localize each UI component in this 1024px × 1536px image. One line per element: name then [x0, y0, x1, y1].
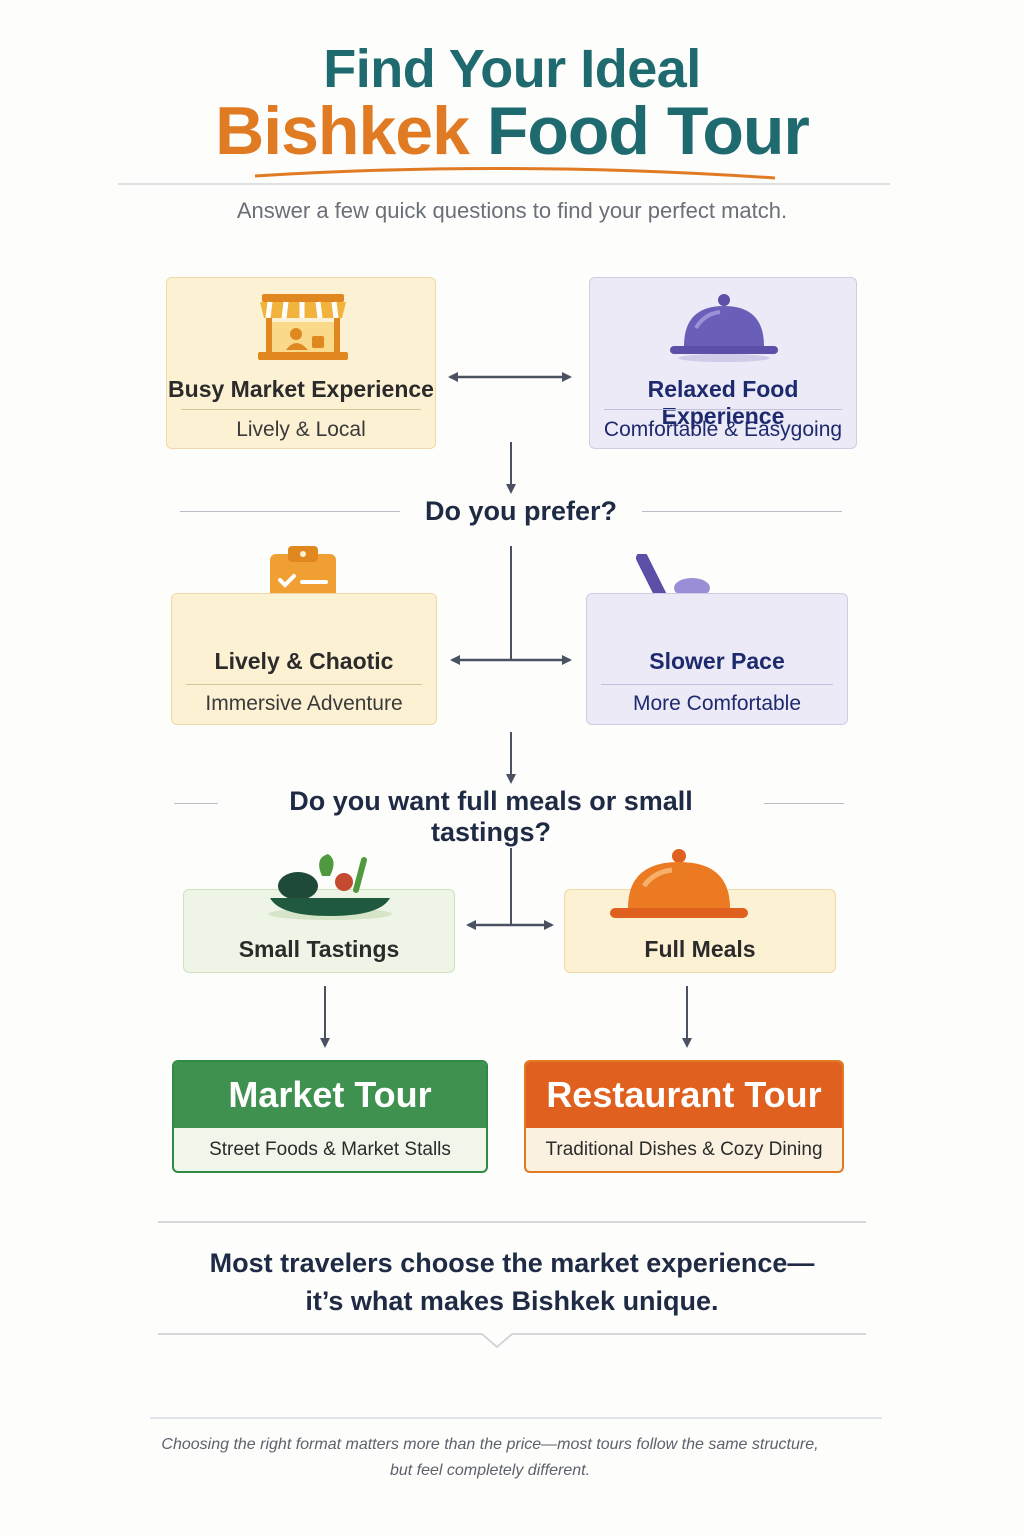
market-tour-desc: Street Foods & Market Stalls [209, 1139, 451, 1160]
card-divider [181, 409, 421, 410]
verdict-line2: it’s what makes Bishkek unique. [305, 1286, 719, 1316]
title-main-words: Food Tour [486, 93, 810, 169]
page-title-line2: Bishkek Food Tour [0, 92, 1024, 170]
card-divider [186, 684, 422, 685]
lively-chaotic-desc: Immersive Adventure [205, 692, 403, 715]
question2-right-rule [744, 803, 844, 804]
busy-market-title: Busy Market Experience [168, 376, 434, 402]
verdict-line1: Most travelers choose the market experie… [209, 1248, 815, 1278]
question2-left-rule [174, 803, 224, 804]
busy-market-card[interactable]: Busy Market Experience Lively & Local [166, 277, 436, 449]
page-title-line1: Find Your Ideal [323, 39, 701, 99]
verdict-text: Most travelers choose the market experie… [0, 1244, 1024, 1320]
card-divider [601, 684, 833, 685]
relaxed-food-desc: Comfortable & Easygoing [603, 418, 843, 441]
page-subtitle: Answer a few quick questions to find you… [236, 198, 788, 223]
market-stall-icon [258, 294, 348, 360]
footer-note: Choosing the right format matters more t… [0, 1432, 980, 1484]
restaurant-tour-desc: Traditional Dishes & Cozy Dining [545, 1139, 823, 1160]
footer-line1: Choosing the right format matters more t… [161, 1436, 819, 1453]
card-divider [604, 409, 842, 410]
title-swoosh [254, 166, 776, 180]
question2-label: Do you want full meals or small tastings… [218, 786, 764, 848]
question1-right-rule [622, 511, 842, 512]
footer-line2: but feel completely different. [389, 1462, 591, 1479]
restaurant-tour-title: Restaurant Tour [526, 1062, 842, 1128]
market-tour-result[interactable]: Market Tour Street Foods & Market Stalls [172, 1060, 488, 1173]
market-tour-title: Market Tour [174, 1062, 486, 1128]
title-accent-word: Bishkek [215, 93, 470, 169]
full-meals-title: Full Meals [644, 936, 756, 962]
verdict-bottom-rule [158, 1333, 866, 1348]
lively-chaotic-card[interactable]: Lively & Chaotic Immersive Adventure [171, 593, 437, 725]
question1-left-rule [180, 511, 400, 512]
small-tastings-title: Small Tastings [238, 936, 400, 962]
slower-pace-title: Slower Pace [649, 648, 785, 674]
relaxed-food-title: Relaxed Food Experience [647, 376, 799, 429]
slower-pace-card[interactable]: Slower Pace More Comfortable [586, 593, 848, 725]
restaurant-tour-result[interactable]: Restaurant Tour Traditional Dishes & Coz… [524, 1060, 844, 1173]
question1-label: Do you prefer? [400, 496, 642, 527]
serving-dish-icon [610, 849, 748, 918]
cloche-icon [670, 294, 778, 362]
slower-pace-desc: More Comfortable [632, 692, 802, 715]
salad-bowl-icon [268, 854, 392, 920]
relaxed-food-card[interactable]: Relaxed Food Experience Comfortable & Ea… [589, 277, 857, 449]
lively-chaotic-title: Lively & Chaotic [214, 648, 394, 674]
busy-market-desc: Lively & Local [236, 418, 366, 441]
